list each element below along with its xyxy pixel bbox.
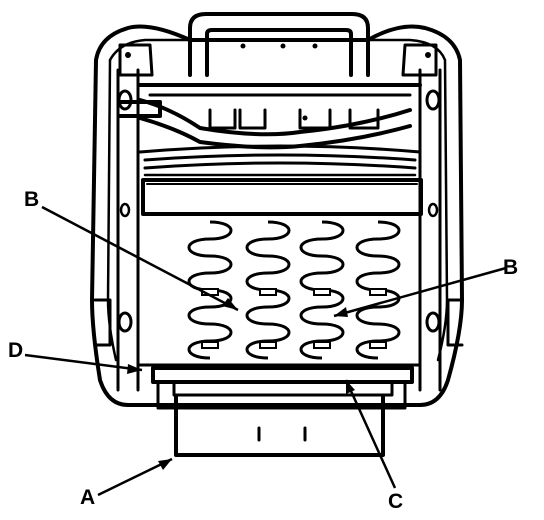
spring-clip [369, 288, 387, 296]
headrest-guide-tube [188, 12, 370, 77]
lower-cover-panel [174, 394, 385, 457]
label-b-left: B [24, 188, 39, 211]
label-d: D [8, 339, 23, 362]
lower-bracket [151, 366, 414, 410]
spring-clip [313, 288, 331, 296]
upper-cross-member [118, 83, 422, 150]
label-b-right: B [503, 256, 518, 279]
label-c: C [388, 490, 403, 513]
spring-clip [201, 341, 219, 349]
spring-clip [313, 341, 331, 349]
leader-lines [24, 205, 507, 497]
spring-clip [369, 341, 387, 349]
spring-clip [259, 341, 277, 349]
lumbar-plate [141, 178, 423, 216]
label-a: A [80, 486, 95, 509]
seat-back-springs [187, 220, 401, 360]
side-frame-rails [93, 43, 464, 392]
spring-clip [259, 288, 277, 296]
lumbar-bands [138, 144, 422, 177]
